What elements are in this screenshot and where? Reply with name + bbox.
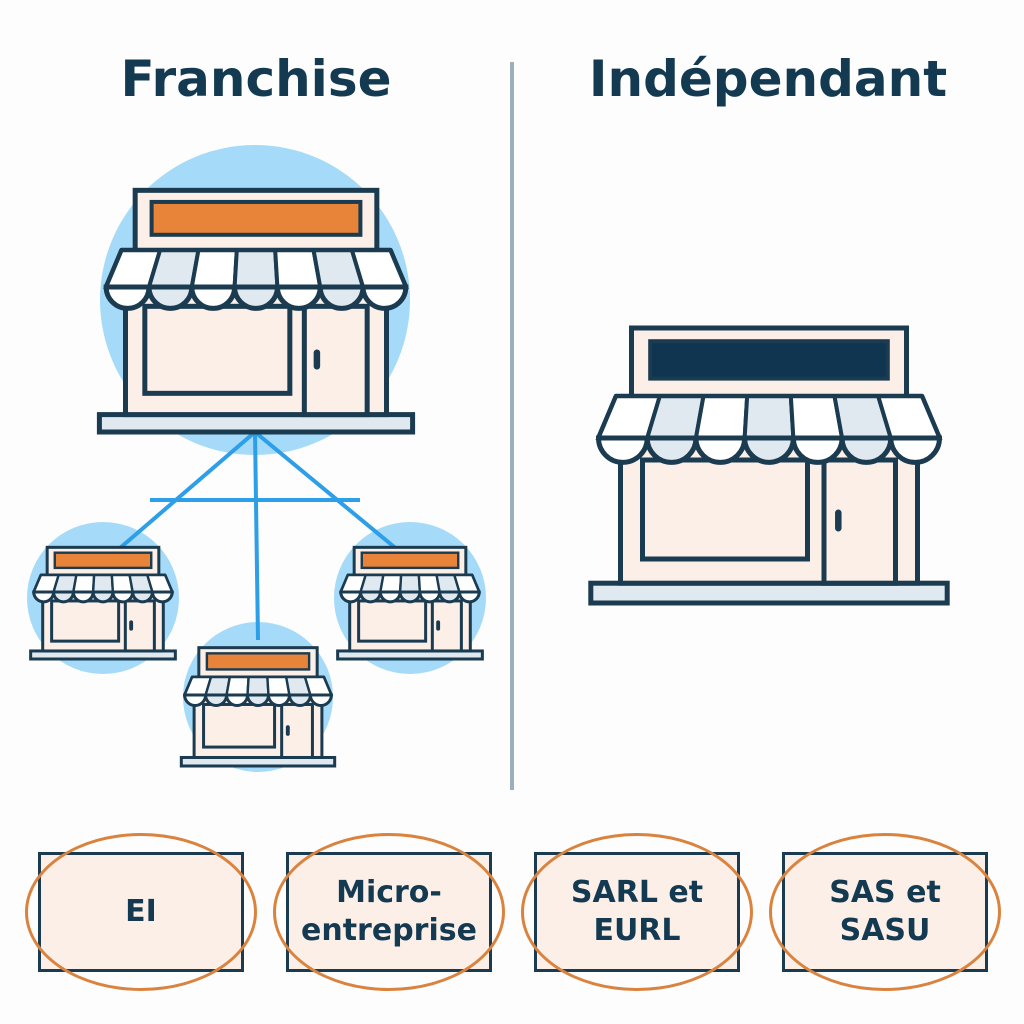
store-franchisor <box>96 187 416 435</box>
network-connector <box>253 430 412 562</box>
legal-form-sarl-eurl: SARL et EURL <box>521 833 753 991</box>
legal-form-label: SARL et EURL <box>570 875 704 948</box>
legal-form-micro-entreprise: Micro- entreprise <box>273 833 505 991</box>
legal-form-label: Micro- entreprise <box>301 875 477 948</box>
heading-independant: Indépendant <box>588 50 948 108</box>
store-franchisee-center <box>179 646 337 768</box>
store-independent <box>588 325 950 606</box>
legal-form-label: EI <box>125 894 157 929</box>
network-connector <box>253 431 260 641</box>
legal-form-ei: EI <box>25 833 257 991</box>
network-connector <box>104 430 257 562</box>
heading-franchise: Franchise <box>120 50 392 108</box>
legal-form-sas-sasu: SAS et SASU <box>769 833 1001 991</box>
store-franchisee-right <box>336 545 484 661</box>
legal-form-label: SAS et SASU <box>829 875 941 948</box>
store-franchisee-left <box>29 545 177 661</box>
